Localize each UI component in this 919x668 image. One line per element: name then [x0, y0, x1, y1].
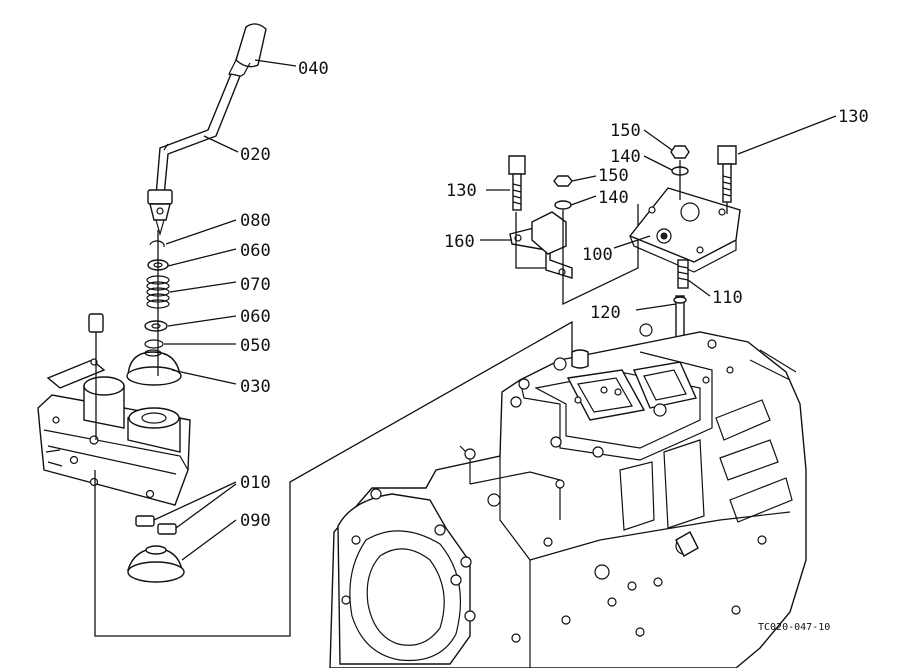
cover-plate-100	[628, 160, 741, 273]
callout-010: 010	[240, 473, 271, 493]
callout-020: 020	[240, 145, 271, 165]
callout-040: 040	[298, 59, 329, 79]
callout-060-lower: 060	[240, 307, 271, 327]
callout-100: 100	[582, 245, 613, 265]
assembly-lines-left	[94, 230, 573, 637]
snap-ring-080	[149, 240, 165, 248]
callout-080: 080	[240, 211, 271, 231]
callout-130-left: 130	[446, 181, 477, 201]
stud-110	[677, 259, 689, 289]
o-ring-050	[144, 339, 164, 349]
nut-150-right	[670, 145, 690, 159]
callout-110: 110	[712, 288, 743, 308]
shift-lever-yoke	[147, 189, 173, 237]
callout-070: 070	[240, 275, 271, 295]
callout-160: 160	[444, 232, 475, 252]
bolt-130-left	[508, 155, 526, 211]
pin-010-upper	[88, 313, 104, 360]
shift-lever-knob	[228, 23, 267, 78]
callout-140-right: 140	[610, 147, 641, 167]
dust-boot-090	[127, 545, 185, 583]
bracket-160	[509, 211, 573, 279]
callout-060-upper: 060	[240, 241, 271, 261]
washer-140-left	[554, 200, 572, 210]
callout-150-right: 150	[610, 121, 641, 141]
figure-code: TC020-047-10	[758, 622, 830, 633]
leader-lines	[153, 59, 837, 561]
shift-lever-rod	[155, 73, 241, 197]
washer-060-lower	[144, 320, 168, 332]
transmission-case	[329, 323, 807, 668]
bracket-guide-lines	[515, 204, 639, 306]
callout-150-left: 150	[598, 166, 629, 186]
pin-010-b	[157, 523, 177, 535]
lever-housing	[37, 376, 191, 506]
dust-boot-030	[126, 349, 182, 386]
callout-090: 090	[240, 511, 271, 531]
callout-050: 050	[240, 336, 271, 356]
callout-130-right: 130	[838, 107, 869, 127]
callout-120: 120	[590, 303, 621, 323]
bolt-130-right	[717, 145, 737, 203]
callout-140-left: 140	[598, 188, 629, 208]
callout-030: 030	[240, 377, 271, 397]
nut-150-left	[553, 175, 573, 187]
pin-010-a	[135, 515, 155, 527]
